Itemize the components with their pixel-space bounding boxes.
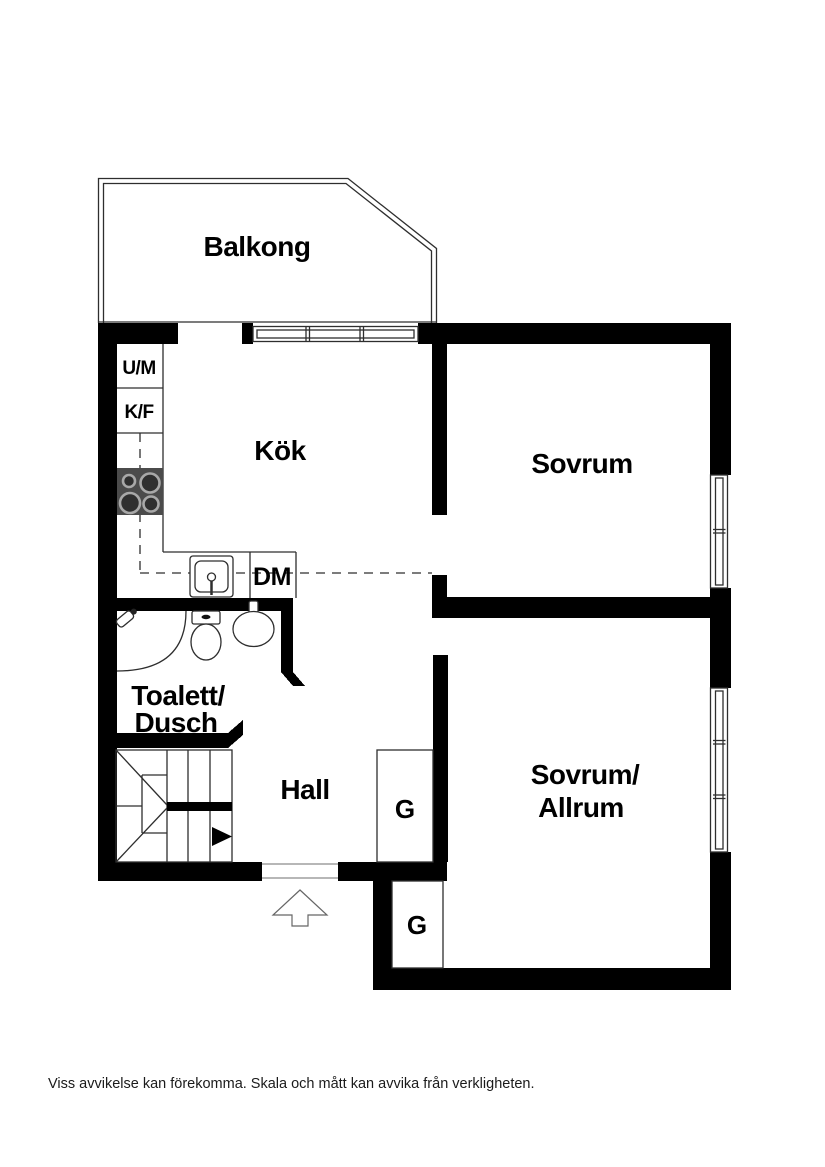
wall-cap-bathroom-door-top: [281, 672, 305, 686]
burner: [121, 473, 137, 489]
sink-faucet: [206, 572, 217, 582]
burner: [139, 472, 161, 494]
wall-kitchen-bedroom: [432, 344, 447, 515]
fridge-freezer-label: K/F: [124, 402, 153, 423]
shower-curtain: [116, 610, 187, 672]
window-glass: [714, 690, 724, 850]
wall-bottom: [373, 968, 731, 990]
wall-bathroom-right: [281, 598, 293, 672]
balcony: Balkong: [97, 177, 438, 323]
wardrobe-lower-label: G: [407, 910, 427, 940]
wall-top-left: [98, 323, 178, 344]
stove-icon: [117, 468, 163, 515]
wardrobe-hall-label: G: [395, 794, 415, 824]
balcony-railing-inner: [102, 182, 433, 323]
wall-bathroom-bottom: [98, 733, 228, 748]
wall-bedroom-divider: [432, 597, 710, 618]
wall-top-right: [418, 323, 731, 344]
stair-flight-divider: [167, 802, 232, 811]
bathroom: Toalett/ Dusch: [115, 600, 275, 738]
stair-diagonal: [115, 807, 168, 863]
bedrooms: Sovrum Sovrum/ Allrum: [531, 448, 641, 823]
kitchen-window: [252, 325, 419, 343]
shower-head-icon: [115, 608, 137, 628]
wall-bathroom-top: [98, 598, 293, 611]
window-frame: [709, 687, 729, 853]
toilet-icon: [190, 610, 222, 661]
wardrobe-lower-box: [391, 880, 444, 969]
wall-top-mid: [242, 323, 253, 344]
stair-diagonal: [115, 749, 168, 806]
wall-cap-bathroom-door-bottom: [228, 720, 243, 748]
room-label-hall: Hall: [280, 774, 329, 805]
window-frame: [709, 474, 729, 589]
wall-right-lower: [710, 852, 731, 990]
walls: [98, 323, 731, 990]
toilet-flush: [201, 614, 211, 620]
thresholds: [262, 863, 338, 879]
wardrobe-hall-box: [376, 749, 434, 863]
sink-icon: [189, 555, 234, 598]
room-label-bedroom-living-line2: Allrum: [538, 792, 624, 823]
wall-hall-divider: [433, 655, 448, 862]
wall-right-mid: [710, 588, 731, 688]
room-label-bathroom-line2: Dusch: [134, 707, 217, 738]
kitchen: U/M K/F DM Kök: [117, 344, 432, 598]
wall-bottom-hall: [338, 862, 447, 881]
burner: [118, 491, 142, 515]
toilet-bowl: [190, 623, 222, 661]
room-label-bedroom-living-line1: Sovrum/: [531, 759, 640, 790]
room-label-kitchen: Kök: [254, 435, 306, 466]
bedroom-living-window: [709, 687, 729, 853]
balcony-railing-outer: [97, 177, 438, 323]
room-label-bathroom-line1: Toalett/: [131, 680, 225, 711]
washbasin-icon: [232, 600, 275, 648]
room-label-bedroom: Sovrum: [531, 448, 632, 479]
wall-right-upper: [710, 323, 731, 475]
washbasin-bowl: [232, 610, 275, 648]
window-glass: [714, 477, 724, 586]
hall: Hall G G: [271, 749, 444, 969]
entrance-arrow-icon: [271, 889, 329, 927]
room-label-balcony: Balkong: [204, 231, 311, 262]
stair-direction-arrow: [212, 827, 232, 846]
shower-head-nozzle: [130, 608, 137, 615]
wall-stub: [432, 575, 447, 597]
wall-bottom-stairs: [98, 862, 262, 881]
disclaimer-text: Viss avvikelse kan förekomma. Skala och …: [48, 1076, 535, 1092]
window-glass: [256, 329, 415, 339]
burner: [142, 495, 160, 513]
stairs: [115, 749, 233, 863]
window-frame: [252, 325, 419, 343]
dishwasher-label: DM: [253, 563, 291, 591]
washer-label: U/M: [122, 358, 155, 379]
wall-step-down: [373, 881, 392, 990]
windows: [252, 325, 729, 853]
bedroom-window: [709, 474, 729, 589]
